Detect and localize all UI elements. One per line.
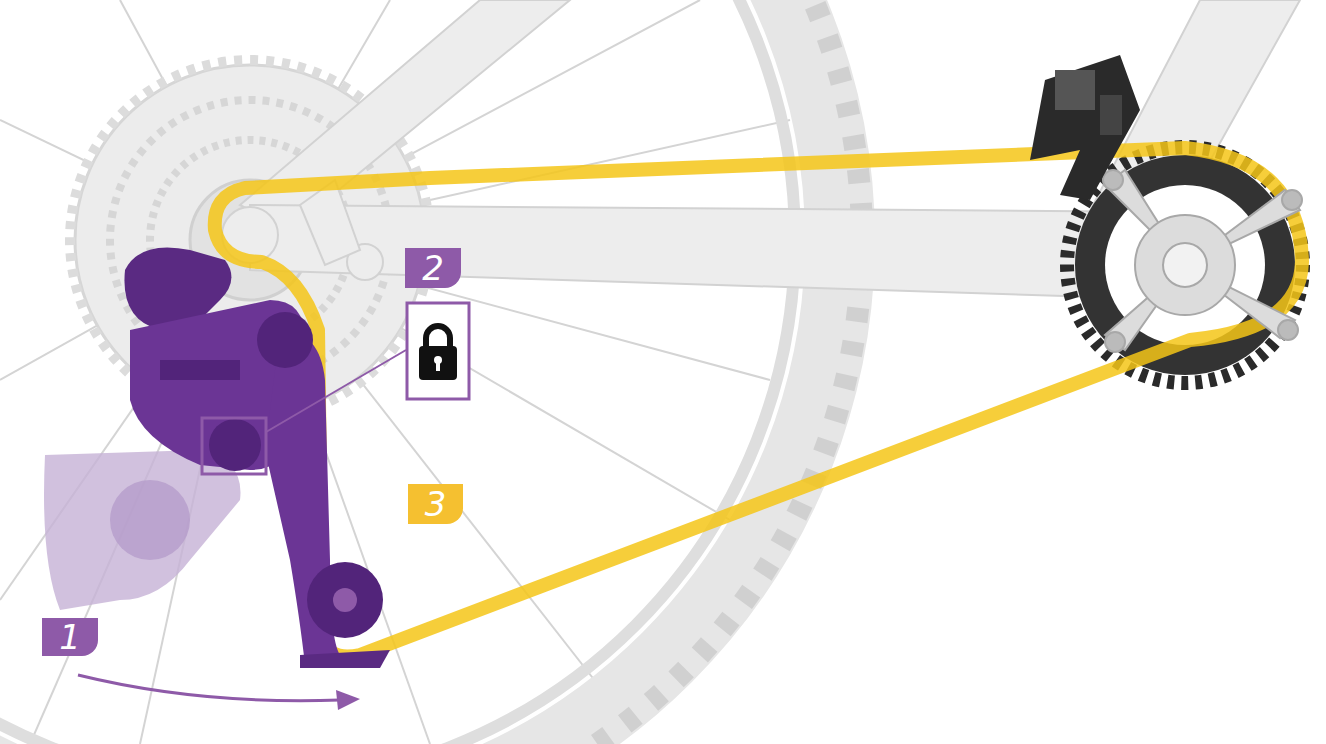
- rear-derailleur: [124, 248, 390, 669]
- callout-number: 1: [42, 618, 98, 656]
- callout-number: 3: [408, 484, 463, 524]
- ghost-pulley: [110, 480, 190, 560]
- movement-arrow: [78, 675, 340, 701]
- crank-spider: [1103, 170, 1302, 352]
- callout-number: 2: [405, 248, 461, 288]
- arrow-head: [336, 690, 360, 710]
- chain: [215, 148, 1302, 657]
- pivot-highlight: [202, 418, 266, 474]
- leader-line: [266, 350, 406, 432]
- lock-symbol: [407, 303, 469, 399]
- front-derailleur: [1030, 55, 1140, 200]
